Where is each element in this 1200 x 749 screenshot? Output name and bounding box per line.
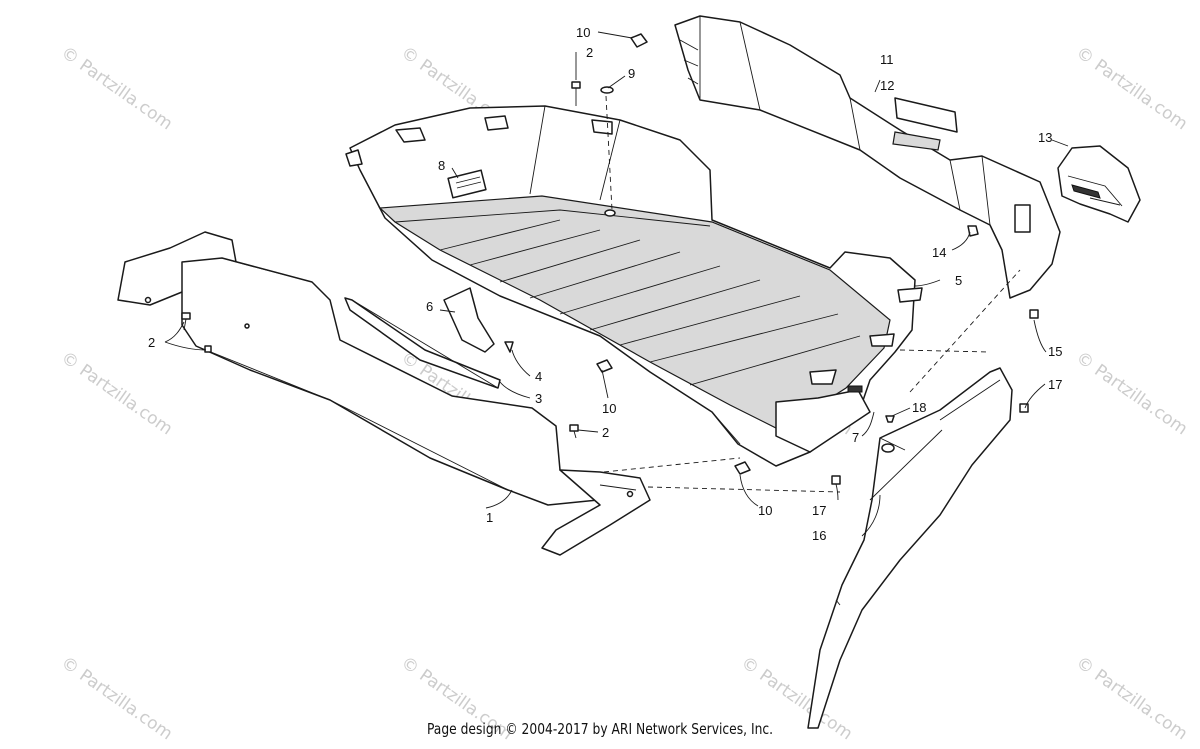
part-6-decal bbox=[443, 287, 495, 353]
callout-15: 15 bbox=[1048, 344, 1062, 359]
hardware-fasteners bbox=[181, 33, 1039, 485]
callout-7: 7 bbox=[852, 430, 859, 445]
part-11-right-side-panel bbox=[674, 15, 1061, 299]
part-1-left-side-panel bbox=[117, 231, 651, 556]
callout-17: 17 bbox=[812, 503, 826, 518]
callout-11: 11 bbox=[880, 52, 894, 67]
callout-9: 9 bbox=[628, 66, 635, 81]
callout-2: 2 bbox=[602, 425, 609, 440]
callout-8: 8 bbox=[438, 158, 445, 173]
part-5-cargo-bed bbox=[345, 105, 923, 467]
callout-6: 6 bbox=[426, 299, 433, 314]
watermark: © Partzilla.com bbox=[57, 348, 176, 440]
part-16-lower-side-panel bbox=[807, 367, 1013, 729]
callout-2: 2 bbox=[586, 45, 593, 60]
page-footer-credit: Page design © 2004-2017 by ARI Network S… bbox=[426, 720, 774, 738]
callout-13: 13 bbox=[1038, 130, 1052, 145]
part-12-decal bbox=[894, 97, 958, 133]
callout-10: 10 bbox=[602, 401, 616, 416]
callout-10: 10 bbox=[758, 503, 772, 518]
callout-2: 2 bbox=[148, 335, 155, 350]
callout-18: 18 bbox=[912, 400, 926, 415]
watermark: © Partzilla.com bbox=[1072, 348, 1191, 440]
callout-labels: 1 2 2 2 3 4 5 6 7 8 9 10 10 10 11 12 13 … bbox=[148, 25, 1062, 543]
callout-4: 4 bbox=[535, 369, 542, 384]
callout-1: 1 bbox=[486, 510, 493, 525]
part-13-tail-light bbox=[1057, 145, 1141, 223]
part-3-trim-strip bbox=[344, 297, 501, 389]
callout-10: 10 bbox=[576, 25, 590, 40]
leader-lines bbox=[164, 31, 1069, 537]
callout-14: 14 bbox=[932, 245, 946, 260]
callout-3: 3 bbox=[535, 391, 542, 406]
callout-12: 12 bbox=[880, 78, 894, 93]
watermark: © Partzilla.com bbox=[1072, 43, 1191, 135]
callout-16: 16 bbox=[812, 528, 826, 543]
callout-17: 17 bbox=[1048, 377, 1062, 392]
callout-5: 5 bbox=[955, 273, 962, 288]
watermark: © Partzilla.com bbox=[57, 43, 176, 135]
